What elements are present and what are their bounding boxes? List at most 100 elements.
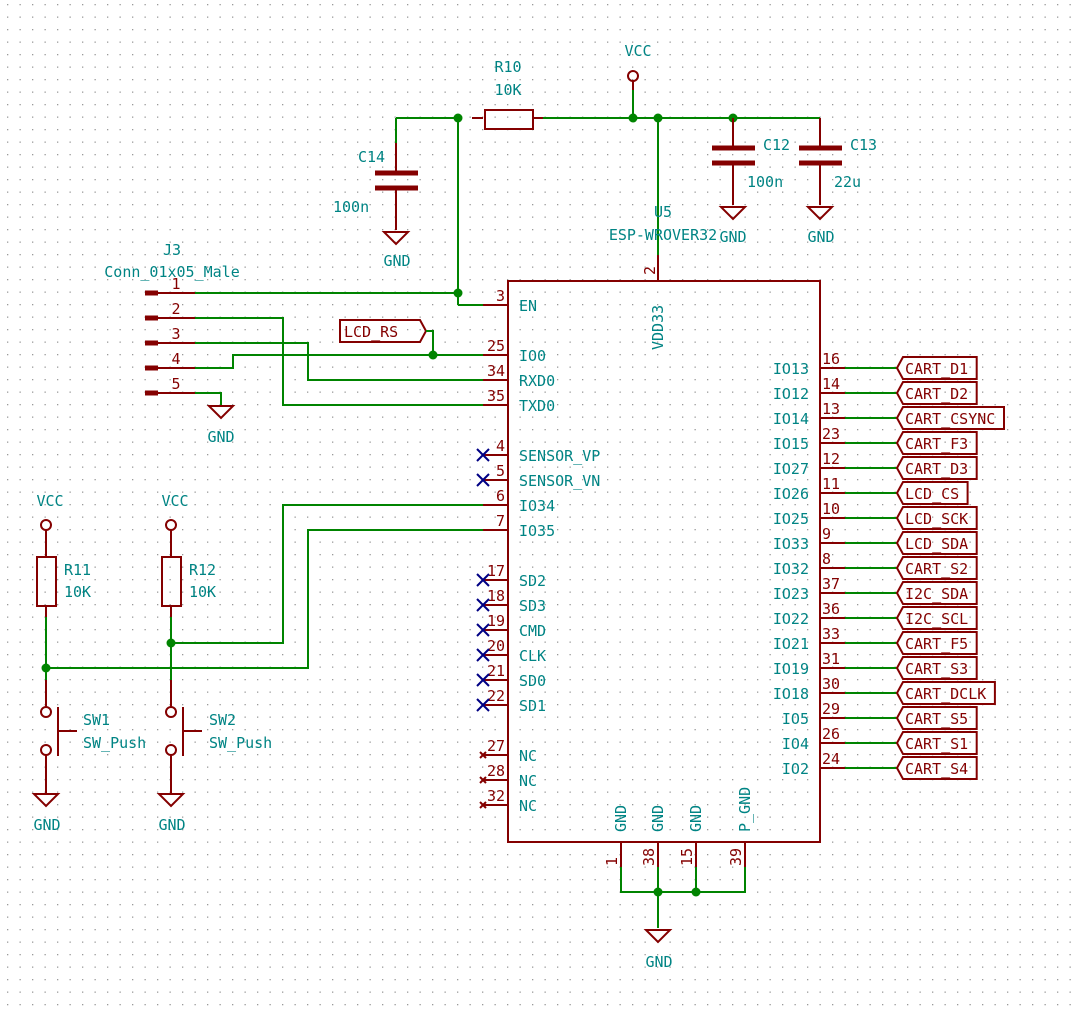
net-label-text: CART_F3 bbox=[905, 435, 968, 453]
ic-u5[interactable]: U5 ESP-WROVER32 2 VDD33 3EN25IO034RXD035… bbox=[476, 203, 1005, 867]
no-connect-icon bbox=[479, 776, 487, 784]
gnd-symbol-sw2[interactable]: GND bbox=[156, 793, 186, 834]
vcc-symbol-top[interactable]: VCC bbox=[624, 42, 652, 90]
net-label[interactable]: CART_S4 bbox=[895, 756, 978, 780]
net-label[interactable]: CART_S5 bbox=[895, 706, 978, 730]
capacitor-c12[interactable]: C12 100n bbox=[712, 118, 790, 205]
j3-pin[interactable]: 2 bbox=[145, 300, 195, 321]
j3-pin[interactable]: 3 bbox=[145, 325, 195, 346]
gnd-symbol-c14[interactable]: GND bbox=[381, 231, 411, 270]
resistor-r10[interactable]: R10 10K bbox=[472, 58, 543, 130]
net-label[interactable]: LCD_SDA bbox=[895, 531, 978, 555]
net-label[interactable]: CART_F3 bbox=[895, 431, 978, 455]
u5-pin-num: 31 bbox=[822, 650, 840, 668]
capacitor-c13[interactable]: C13 22u bbox=[799, 118, 877, 205]
switch-sw1[interactable]: SW1 SW_Push bbox=[40, 680, 146, 793]
net-label[interactable]: CART_D2 bbox=[895, 381, 978, 405]
no-connect-icon bbox=[479, 751, 487, 759]
u5-pin-num: 38 bbox=[640, 848, 658, 866]
u5-gnd-wires bbox=[620, 867, 746, 928]
j3-pin-number: 4 bbox=[171, 350, 180, 368]
gnd-label: GND bbox=[33, 816, 60, 834]
vcc-symbol-r12[interactable]: VCC bbox=[161, 492, 189, 557]
u5-left-pin[interactable]: 3EN bbox=[483, 287, 537, 315]
u5-bottom-pin[interactable]: 39P_GND bbox=[727, 787, 754, 867]
gnd-label: GND bbox=[807, 228, 834, 246]
net-label[interactable]: LCD_SCK bbox=[895, 506, 978, 530]
capacitor-c14[interactable]: C14 100n bbox=[333, 143, 418, 230]
u5-pin-name: TXD0 bbox=[519, 397, 555, 415]
net-label[interactable]: CART_D3 bbox=[895, 456, 978, 480]
u5-pin-num: 35 bbox=[487, 387, 505, 405]
net-label[interactable]: CART_S1 bbox=[895, 731, 978, 755]
resistor-r11[interactable]: R11 10K bbox=[36, 556, 91, 617]
net-label[interactable]: LCD_CS bbox=[895, 481, 969, 505]
gnd-symbol-c13[interactable]: GND bbox=[805, 206, 835, 246]
net-label[interactable]: CART_CSYNC bbox=[895, 406, 1005, 430]
net-label[interactable]: I2C_SCL bbox=[895, 606, 978, 630]
net-label[interactable]: CART_D1 bbox=[895, 356, 978, 380]
gnd-symbol-c12[interactable]: GND bbox=[718, 206, 748, 246]
switch-sw2[interactable]: SW2 SW_Push bbox=[165, 680, 272, 793]
j3-pin[interactable]: 5 bbox=[145, 375, 195, 396]
net-label[interactable]: CART_S3 bbox=[895, 656, 978, 680]
vcc-symbol-r11[interactable]: VCC bbox=[36, 492, 64, 557]
j3-pin[interactable]: 1 bbox=[145, 275, 195, 296]
vcc-label: VCC bbox=[36, 492, 63, 510]
u5-pin-name: IO33 bbox=[773, 535, 809, 553]
gnd-symbol-j3[interactable]: GND bbox=[206, 405, 236, 446]
gnd-symbol-sw1[interactable]: GND bbox=[31, 793, 61, 834]
u5-pin-name: P_GND bbox=[736, 787, 754, 832]
net-label-text: LCD_SCK bbox=[905, 510, 968, 528]
u5-pin-num: 5 bbox=[496, 462, 505, 480]
resistor-r12[interactable]: R12 10K bbox=[161, 556, 216, 617]
j3-pin[interactable]: 4 bbox=[145, 350, 195, 371]
net-label[interactable]: CART_F5 bbox=[895, 631, 978, 655]
net-label[interactable]: CART_S2 bbox=[895, 556, 978, 580]
junction-dot bbox=[628, 113, 638, 123]
net-label-lcd-rs[interactable]: LCD_RS bbox=[339, 319, 438, 360]
gnd-symbol-u5[interactable]: GND bbox=[643, 929, 673, 971]
net-label[interactable]: CART_DCLK bbox=[895, 681, 996, 705]
net-label[interactable]: I2C_SDA bbox=[895, 581, 978, 605]
u5-pin-num: 34 bbox=[487, 362, 505, 380]
